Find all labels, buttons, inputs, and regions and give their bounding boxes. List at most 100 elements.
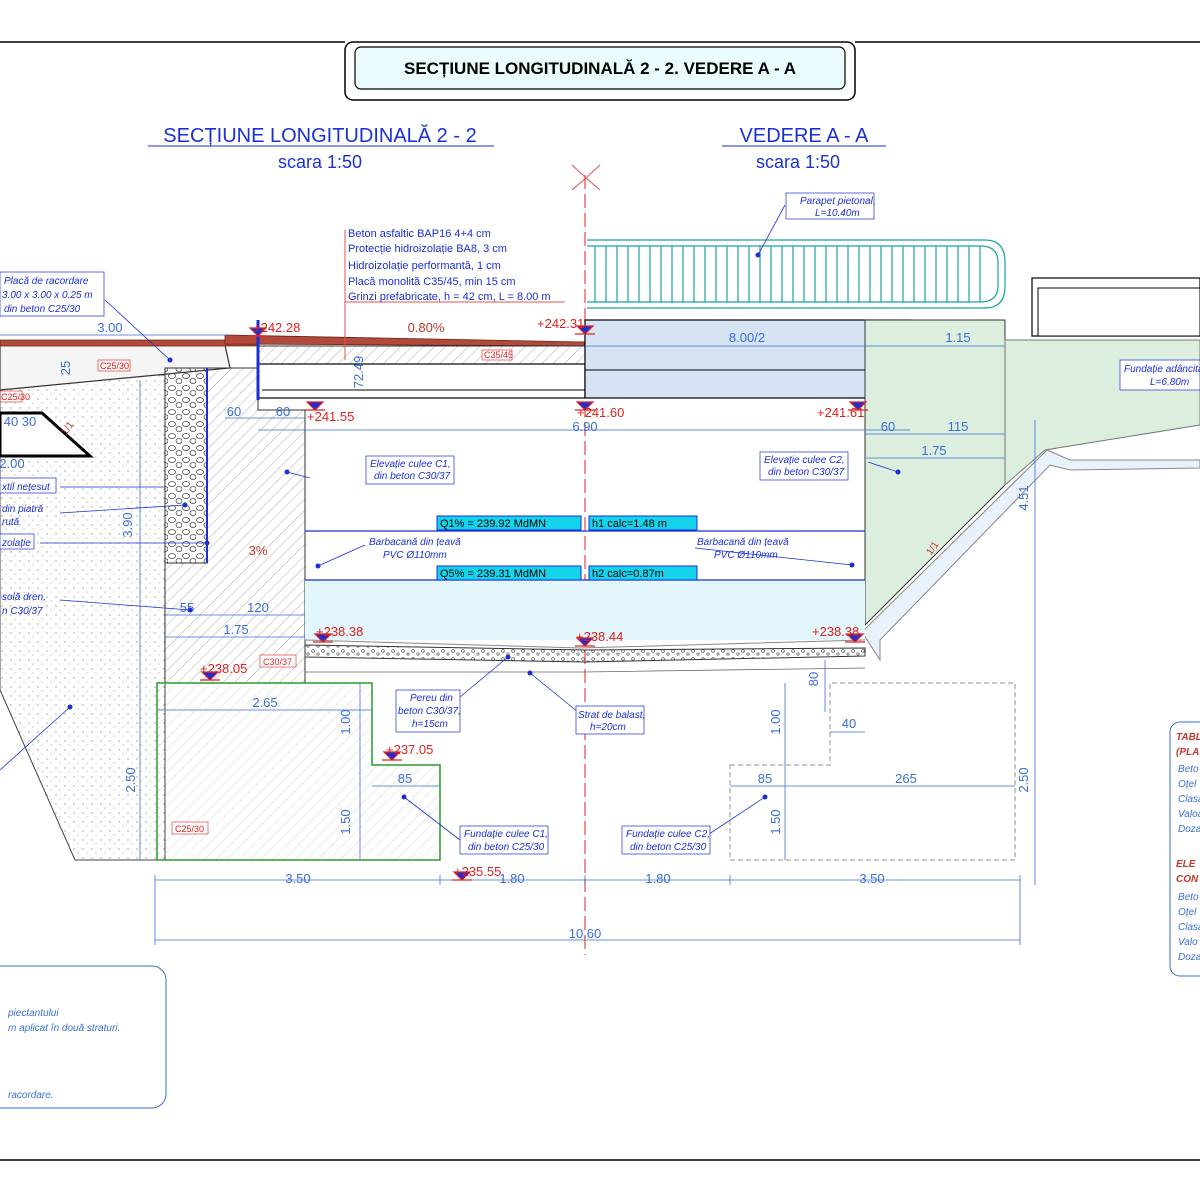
dim-175a: 1.75	[921, 443, 946, 458]
q1-box	[436, 515, 582, 531]
dot-8	[527, 670, 533, 676]
asphalt-left	[0, 339, 259, 347]
barb-left-1: Barbacană din țeavă	[369, 537, 461, 548]
section-cut-symbol	[571, 164, 601, 191]
elevation-triangle	[452, 871, 472, 881]
elevation-triangle	[313, 633, 333, 643]
dim-60a: 60	[227, 404, 241, 419]
h1-box	[588, 515, 698, 531]
dim-80: 80	[806, 672, 821, 686]
dim-800-2: 8.00/2	[729, 330, 765, 345]
dim-300: 3.00	[97, 320, 122, 335]
dot-13	[204, 540, 210, 546]
elevation-triangle	[575, 401, 595, 411]
geotextil-label: xtil nețesut	[1, 482, 51, 493]
water-area	[305, 580, 865, 640]
elev-23705: +237.05	[386, 742, 433, 757]
elevation-triangle	[200, 671, 220, 681]
dim-150a: 1.50	[338, 809, 353, 834]
foundation-c2	[729, 682, 1016, 861]
piatra-2: rută	[2, 517, 20, 528]
fund-c1-1: Fundație culee C1,	[464, 829, 548, 840]
barb-right-1: Barbacană din țeavă	[697, 537, 789, 548]
dim-left-frag: 40 30	[4, 414, 37, 429]
elev-24228: +242.28	[253, 320, 300, 335]
tag-c3037: C30/37	[263, 657, 292, 667]
izolatie-label: zolație	[1, 538, 31, 549]
table-r1: Beto	[1178, 764, 1199, 775]
dim-60b: 60	[276, 404, 290, 419]
deck-slab-section	[257, 345, 586, 365]
note-1: piectantului	[7, 1008, 59, 1019]
dim-265a: 2.65	[252, 695, 277, 710]
balast-1: Strat de balast,	[578, 710, 645, 721]
table-title-1: TABL	[1176, 732, 1200, 743]
tag-c3545: C35/45	[484, 350, 513, 360]
table-r10: Doza	[1178, 952, 1200, 963]
dim-3pct: 3%	[249, 543, 268, 558]
notes-box	[0, 965, 167, 1109]
elev-24231: +242.31	[537, 316, 584, 331]
dot-6	[849, 562, 855, 568]
elevation-triangle	[382, 751, 402, 761]
table-title-4: CON	[1176, 874, 1199, 885]
elev-24155: +241.55	[307, 409, 354, 424]
elev-24160: +241.60	[577, 405, 624, 420]
parapet-callout-2: L=10.40m	[815, 208, 860, 219]
dot-7	[505, 654, 511, 660]
dim-390: 3.90	[120, 512, 135, 537]
layer-1: Beton asfaltic BAP16 4+4 cm	[348, 228, 491, 240]
table-r4: Valoa	[1178, 809, 1200, 820]
elev-24161: +241.61	[817, 405, 864, 420]
fund-c2-1: Fundație culee C2,	[626, 829, 710, 840]
barb-right-2: PVC Ø110mm	[714, 550, 778, 561]
layer-3: Hidroizolație performantă, 1 cm	[348, 260, 501, 272]
dim-265b: 265	[895, 771, 917, 786]
dim-85a: 85	[398, 771, 412, 786]
fund-c2-2: din beton C25/30	[630, 842, 707, 853]
elevation-triangle	[845, 633, 865, 643]
dimension-lines	[0, 334, 1036, 945]
table-r6: Beto	[1178, 892, 1199, 903]
deck-view	[584, 319, 911, 399]
elevation-triangle	[248, 327, 268, 337]
water-surface-line	[304, 639, 866, 649]
table-r9: Valo	[1178, 937, 1198, 948]
dim-85b: 85	[758, 771, 772, 786]
elevation-triangle	[848, 401, 868, 411]
h1-label: h1 calc=1.48 m	[592, 518, 667, 530]
elev-c1-callout-2: din beton C30/37	[374, 471, 451, 482]
elevation-markers	[200, 325, 868, 881]
dim-150b: 1.50	[768, 809, 783, 834]
table-r7: Oțel	[1178, 907, 1197, 918]
pereu-3: h=15cm	[412, 719, 448, 730]
dim-350b: 3.50	[859, 871, 884, 886]
elevation-triangle	[575, 637, 595, 647]
materials-table	[1169, 721, 1200, 977]
table-r2: Oțel	[1178, 779, 1197, 790]
dim-60c: 60	[881, 419, 895, 434]
dot-14	[187, 607, 193, 613]
dim-7249: 72.49	[351, 356, 366, 389]
dim-55: 55	[180, 600, 194, 615]
placa-callout-3: din beton C25/30	[4, 304, 81, 315]
table-r8: Clasa	[1178, 922, 1200, 933]
fund-adanc-2: L=6.80m	[1150, 377, 1189, 388]
dim-180b: 1.80	[645, 871, 670, 886]
drain-trench	[0, 411, 94, 458]
leader-lines	[0, 204, 899, 841]
dot-9	[401, 794, 407, 800]
dim-115b: 115	[948, 419, 969, 434]
section-scale: scara 1:50	[278, 152, 362, 172]
q5-label: Q5% = 239.31 MdMN	[440, 568, 546, 580]
dot-5	[315, 563, 321, 569]
table-r5: Doza	[1178, 824, 1200, 835]
elev-c1-callout-1: Elevație culee C1,	[370, 459, 451, 470]
dim-250a: 2.50	[123, 767, 138, 792]
q1-label: Q1% = 239.92 MdMN	[440, 518, 546, 530]
elev-23838b: +238.38	[812, 624, 859, 639]
dim-350a: 3.50	[285, 871, 310, 886]
riprap-layer	[304, 644, 866, 663]
foundation-c1	[156, 682, 441, 861]
